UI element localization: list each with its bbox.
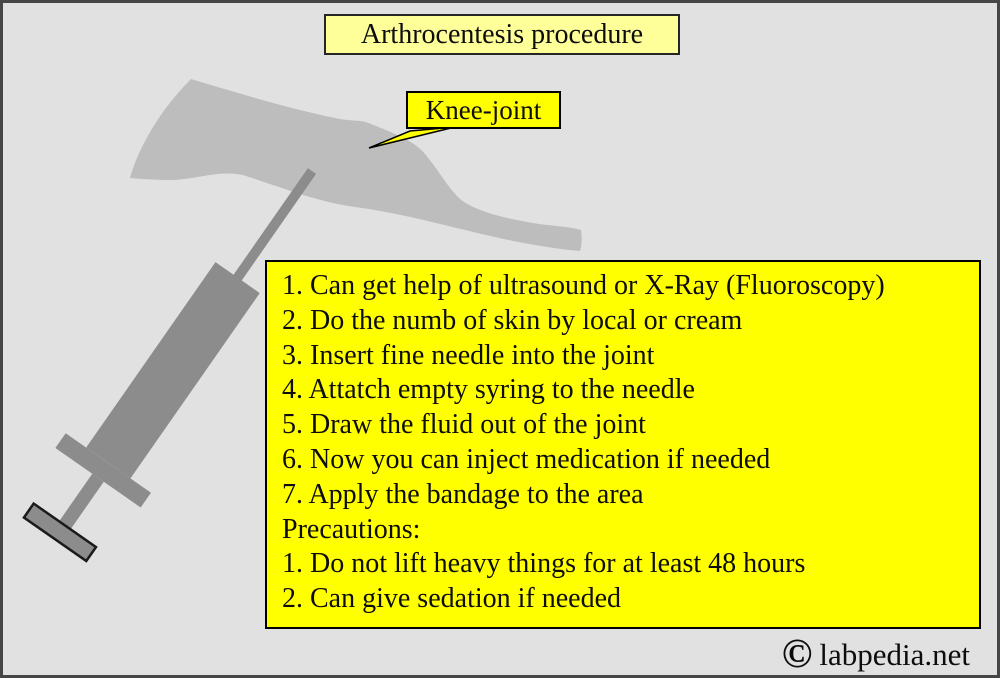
precautions-heading: Precautions: xyxy=(282,513,421,545)
syringe-plunger-rod xyxy=(57,473,104,531)
knee-joint-label-text: Knee-joint xyxy=(425,94,542,125)
step-line: 1. Can get help of ultrasound or X-Ray (… xyxy=(282,270,885,301)
step-line: 1. Do not lift heavy things for at least… xyxy=(282,548,806,580)
syringe-thumb-rest xyxy=(22,501,98,563)
callout-tail-icon xyxy=(368,126,456,149)
procedure-steps-box: 1. Can get help of ultrasound or X-Ray (… xyxy=(265,260,981,629)
site-name: labpedia.net xyxy=(819,636,970,672)
syringe-flange xyxy=(55,433,151,508)
step-line: 5. Draw the fluid out of the joint xyxy=(282,409,646,441)
knee-silhouette-icon xyxy=(130,79,582,251)
knee-joint-label: Knee-joint xyxy=(406,91,561,129)
copyright-icon: © xyxy=(781,629,813,676)
syringe-icon xyxy=(22,168,317,563)
syringe-barrel xyxy=(86,262,260,479)
step-line: 2. Do the numb of skin by local or cream xyxy=(282,304,743,336)
page-title: Arthrocentesis procedure xyxy=(360,18,644,50)
step-line: 3. Insert fine needle into the joint xyxy=(282,339,655,371)
step-line: 4. Attatch empty syring to the needle xyxy=(282,374,695,406)
syringe-needle xyxy=(227,168,317,289)
figure-layer xyxy=(22,79,582,563)
step-line: 6. Now you can inject medication if need… xyxy=(282,443,771,475)
step-line: 7. Apply the bandage to the area xyxy=(282,478,644,510)
footer-credit: © labpedia.net xyxy=(781,629,970,676)
title-box: Arthrocentesis procedure xyxy=(324,14,680,55)
step-line: 2. Can give sedation if needed xyxy=(282,583,622,615)
